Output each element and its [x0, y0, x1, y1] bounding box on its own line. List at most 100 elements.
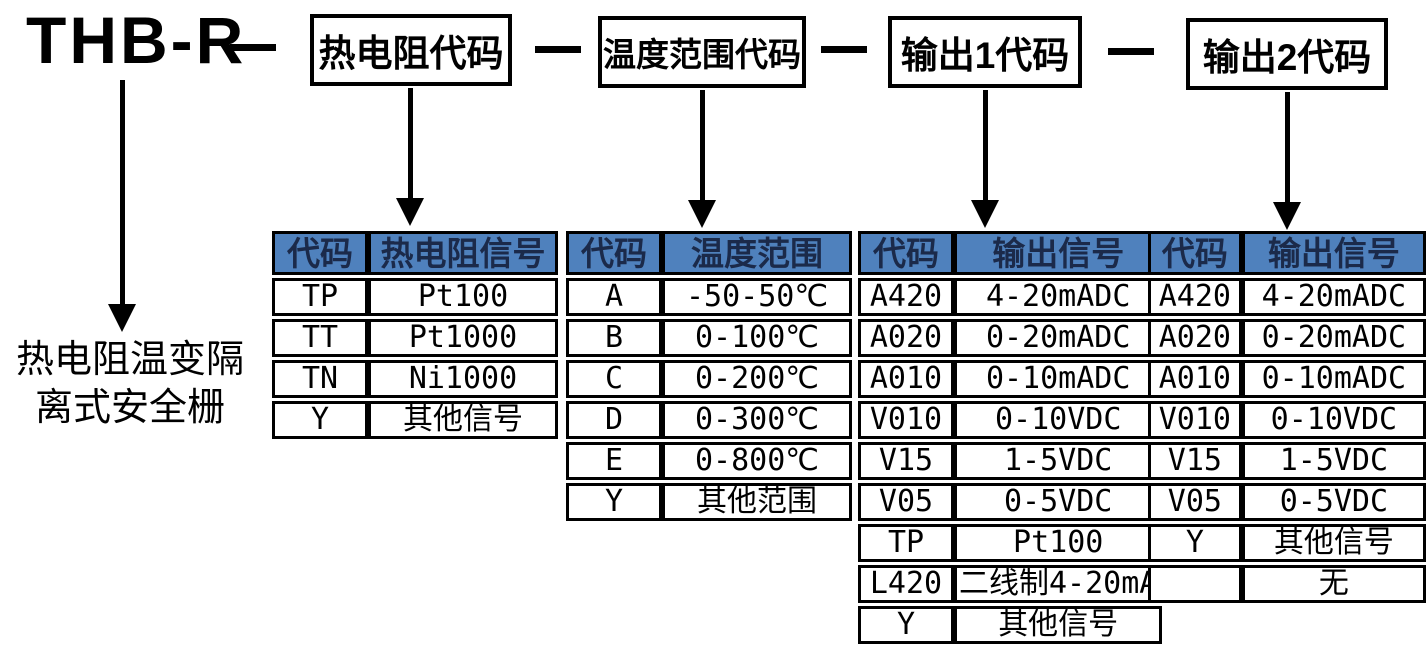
code-cell: V05	[1148, 483, 1242, 521]
code-column-header: 代码	[858, 231, 954, 275]
value-cell: 0-10mADC	[1241, 360, 1426, 398]
value-cell: 0-10mADC	[954, 360, 1163, 398]
table-header-row: 代码热电阻信号	[272, 231, 558, 275]
value-cell: 0-100℃	[662, 319, 852, 357]
box-output1-code: 输出1代码	[888, 16, 1082, 88]
arrow-shaft	[1284, 92, 1290, 202]
box-label: 输出2代码	[1202, 37, 1372, 78]
dash-separator	[535, 46, 581, 53]
code-cell: C	[566, 360, 662, 398]
value-column-header: 输出信号	[954, 231, 1163, 275]
down-arrow-icon	[396, 88, 424, 226]
arrow-head	[1273, 202, 1301, 230]
code-column-header: 代码	[272, 231, 368, 275]
value-cell: 1-5VDC	[1241, 442, 1426, 480]
code-cell: TP	[858, 524, 954, 562]
code-cell: TT	[272, 319, 368, 357]
code-cell	[1148, 565, 1242, 603]
code-cell: A010	[1148, 360, 1242, 398]
code-cell: A020	[858, 319, 954, 357]
down-arrow-icon	[688, 90, 716, 228]
value-cell: 4-20mADC	[954, 278, 1163, 316]
model-description: 热电阻温变隔 离式安全栅	[2, 336, 258, 432]
arrow-shaft	[699, 90, 705, 200]
arrow-shaft	[407, 88, 413, 198]
arrow-head	[971, 200, 999, 228]
table-row: A-50-50℃	[566, 278, 852, 316]
arrow-shaft	[982, 90, 988, 200]
arrow-shaft	[119, 80, 125, 304]
dash-separator	[230, 44, 276, 51]
code-cell: TP	[272, 278, 368, 316]
value-cell: 其他范围	[662, 483, 852, 521]
code-cell: Y	[566, 483, 662, 521]
value-cell: 0-800℃	[662, 442, 852, 480]
table-header-row: 代码输出信号	[1148, 231, 1426, 275]
table-header-row: 代码温度范围	[566, 231, 852, 275]
code-cell: B	[566, 319, 662, 357]
value-cell: 0-20mADC	[1241, 319, 1426, 357]
code-cell: D	[566, 401, 662, 439]
down-arrow-icon	[971, 90, 999, 228]
code-cell: Y	[1148, 524, 1242, 562]
dash-separator	[821, 46, 867, 53]
value-cell: 0-5VDC	[954, 483, 1163, 521]
value-cell: Ni1000	[368, 360, 558, 398]
code-cell: A	[566, 278, 662, 316]
box-label: 热电阻代码	[318, 33, 504, 74]
down-arrow-icon	[1273, 92, 1301, 230]
code-cell: V15	[858, 442, 954, 480]
code-cell: TN	[272, 360, 368, 398]
arrow-head	[396, 198, 424, 226]
value-column-header: 输出信号	[1241, 231, 1426, 275]
table-header-row: 代码输出信号	[858, 231, 1163, 275]
value-cell: 1-5VDC	[954, 442, 1163, 480]
value-cell: 0-20mADC	[954, 319, 1163, 357]
code-cell: V05	[858, 483, 954, 521]
code-cell: A420	[1148, 278, 1242, 316]
value-cell: 0-5VDC	[1241, 483, 1426, 521]
code-cell: V15	[1148, 442, 1242, 480]
box-output2-code: 输出2代码	[1186, 18, 1388, 90]
code-cell: E	[566, 442, 662, 480]
value-cell: 0-200℃	[662, 360, 852, 398]
box-temperature-range-code: 温度范围代码	[598, 16, 806, 88]
code-column-header: 代码	[566, 231, 662, 275]
value-cell: 0-300℃	[662, 401, 852, 439]
code-cell: A020	[1148, 319, 1242, 357]
table-row: 无	[1148, 565, 1426, 603]
code-cell: L420	[858, 565, 954, 603]
value-cell: Pt1000	[368, 319, 558, 357]
box-label: 温度范围代码	[603, 36, 801, 73]
dash-separator	[1108, 48, 1154, 55]
value-cell: Pt100	[954, 524, 1163, 562]
arrow-head	[108, 304, 136, 332]
box-thermal-resistance-code: 热电阻代码	[310, 14, 512, 86]
value-cell: 其他信号	[954, 606, 1163, 644]
code-cell: Y	[272, 401, 368, 439]
arrow-head	[688, 200, 716, 228]
value-cell: 0-10VDC	[954, 401, 1163, 439]
